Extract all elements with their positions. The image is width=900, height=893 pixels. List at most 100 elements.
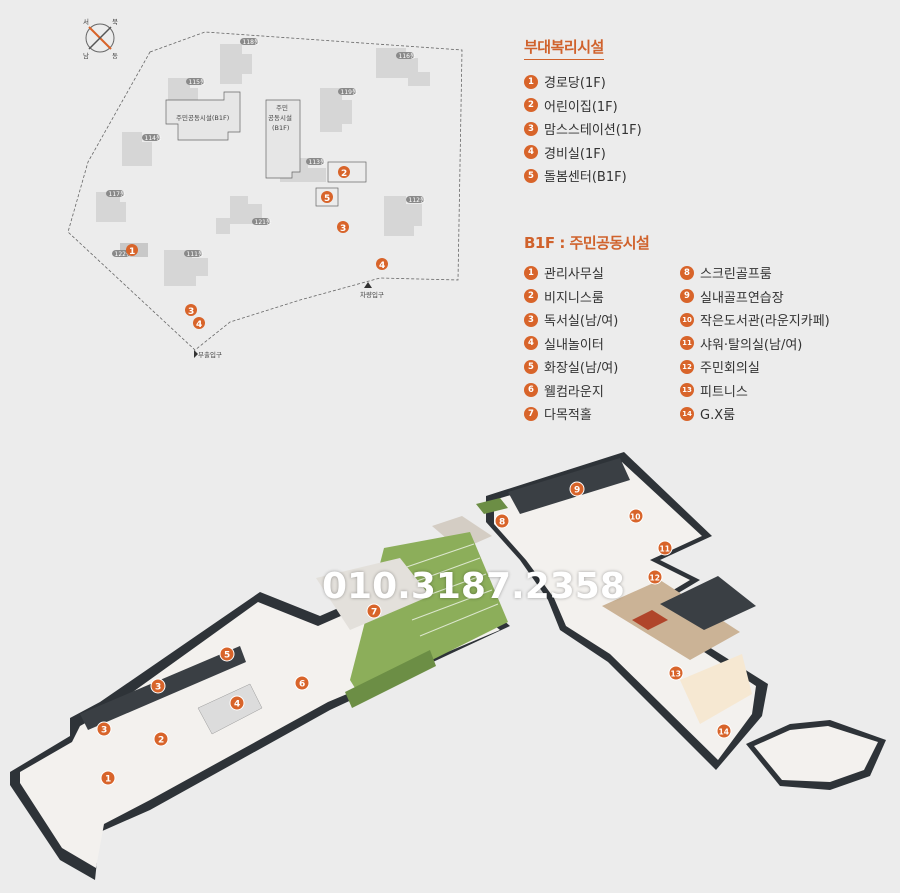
fp-marker-11: 11 xyxy=(660,545,670,554)
b1f-item: 10 작은도서관(라운지카페) xyxy=(680,308,880,332)
b1f-item: 11 샤워·탈의실(남/여) xyxy=(680,332,880,356)
floor-plan-walls xyxy=(10,452,886,880)
b1f-label: 피트니스 xyxy=(700,384,748,400)
number-badge-icon: 4 xyxy=(524,145,538,160)
number-badge-icon: 13 xyxy=(680,383,694,398)
welfare-label: 경비실(1F) xyxy=(544,146,606,162)
welfare-title: 부대복리시설 xyxy=(524,36,604,60)
b1f-item: 2 비지니스룸 xyxy=(524,285,680,309)
fp-marker-1: 1 xyxy=(105,775,111,785)
b1f-item: 12 주민회의실 xyxy=(680,355,880,379)
welfare-label: 맘스스테이션(1F) xyxy=(544,123,642,139)
fp-marker-10: 10 xyxy=(630,513,640,522)
welfare-label: 어린이집(1F) xyxy=(544,99,618,115)
floor-plan-markers: 1 2 3 3 4 5 6 7 8 9 10 11 12 13 14 xyxy=(96,481,732,786)
svg-text:118동: 118동 xyxy=(243,39,260,46)
svg-text:115동: 115동 xyxy=(189,79,206,86)
number-badge-icon: 5 xyxy=(524,359,538,374)
b1f-label: 작은도서관(라운지카페) xyxy=(700,314,830,330)
entrance-right: 차량입구 xyxy=(360,282,384,299)
welfare-item: 5 돌봄센터(B1F) xyxy=(524,164,724,188)
fp-marker-14: 14 xyxy=(719,728,729,737)
number-badge-icon: 4 xyxy=(524,336,538,351)
fp-marker-9: 9 xyxy=(574,486,580,496)
b1f-item: 6 웰컴라운지 xyxy=(524,379,680,403)
svg-text:주민: 주민 xyxy=(276,103,288,112)
b1f-label: 다목적홀 xyxy=(544,408,592,424)
b1f-label: 샤워·탈의실(남/여) xyxy=(700,337,803,353)
community-facility-outline xyxy=(265,99,301,179)
b1f-item: 13 피트니스 xyxy=(680,379,880,403)
b1f-floor-plan: 1 2 3 3 4 5 6 7 8 9 10 11 12 13 14 xyxy=(10,452,886,880)
compass-icon: 서 북 남 동 xyxy=(83,17,118,60)
welfare-item: 1 경로당(1F) xyxy=(524,70,724,94)
welfare-item: 4 경비실(1F) xyxy=(524,141,724,165)
resident-facility-label: 주민공동시설(B1F) xyxy=(176,113,229,122)
b1f-label: 관리사무실 xyxy=(544,267,604,283)
b1f-label: 웰컴라운지 xyxy=(544,384,604,400)
b1f-label: 주민회의실 xyxy=(700,361,760,377)
site-markers: 1 2 3 4 5 3 4 xyxy=(126,166,388,330)
svg-text:3: 3 xyxy=(188,307,194,317)
number-badge-icon: 14 xyxy=(680,406,694,421)
fp-marker-7: 7 xyxy=(371,608,377,618)
compass-west: 서 xyxy=(83,17,89,26)
welfare-label: 경로당(1F) xyxy=(544,76,606,92)
phone-number-overlay: 010.3187.2358 xyxy=(322,566,625,607)
number-badge-icon: 9 xyxy=(680,289,694,304)
svg-text:116동: 116동 xyxy=(399,53,416,60)
entrance-bottom: 부출입구 xyxy=(194,350,222,359)
svg-text:119동: 119동 xyxy=(341,89,358,96)
svg-text:111동: 111동 xyxy=(187,251,204,258)
compass-east: 동 xyxy=(112,52,118,60)
svg-text:4: 4 xyxy=(196,320,202,330)
number-badge-icon: 8 xyxy=(680,265,694,280)
svg-text:121동: 121동 xyxy=(255,219,272,226)
svg-text:113동: 113동 xyxy=(309,159,326,166)
svg-text:부출입구: 부출입구 xyxy=(198,350,222,359)
svg-text:122동: 122동 xyxy=(115,251,132,258)
svg-text:2: 2 xyxy=(341,169,347,179)
number-badge-icon: 6 xyxy=(524,383,538,398)
fp-marker-3b: 3 xyxy=(155,683,161,693)
svg-text:3: 3 xyxy=(340,224,346,234)
svg-text:114동: 114동 xyxy=(145,135,162,142)
b1f-label: 실내골프연습장 xyxy=(700,290,784,306)
fp-marker-5: 5 xyxy=(224,651,230,661)
fp-marker-3a: 3 xyxy=(101,726,107,736)
b1f-item: 3 독서실(남/여) xyxy=(524,308,680,332)
number-badge-icon: 1 xyxy=(524,74,538,89)
number-badge-icon: 2 xyxy=(524,289,538,304)
b1f-label: 비지니스룸 xyxy=(544,290,604,306)
compass-south: 남 xyxy=(83,51,89,60)
number-badge-icon: 3 xyxy=(524,312,538,327)
b1f-label: 실내놀이터 xyxy=(544,337,604,353)
fp-marker-12: 12 xyxy=(650,574,660,583)
fp-marker-4: 4 xyxy=(234,700,240,710)
number-badge-icon: 11 xyxy=(680,336,694,351)
b1f-label: 독서실(남/여) xyxy=(544,314,619,330)
number-badge-icon: 5 xyxy=(524,168,538,183)
svg-text:차량입구: 차량입구 xyxy=(360,290,384,299)
building-tags: 118동 116동 115동 119동 114동 113동 117동 121동 … xyxy=(106,38,426,258)
b1f-title: B1F : 주민공동시설 xyxy=(524,234,650,252)
b1f-label: 화장실(남/여) xyxy=(544,361,619,377)
number-badge-icon: 12 xyxy=(680,359,694,374)
compass-north: 북 xyxy=(112,18,118,26)
resident-facility-outline xyxy=(165,91,241,141)
b1f-item: 4 실내놀이터 xyxy=(524,332,680,356)
svg-text:공동시설: 공동시설 xyxy=(268,114,292,122)
site-boundary xyxy=(67,31,463,351)
svg-text:4: 4 xyxy=(379,261,385,271)
welfare-label: 돌봄센터(B1F) xyxy=(544,170,627,186)
number-badge-icon: 10 xyxy=(680,312,694,327)
fp-marker-2: 2 xyxy=(158,736,164,746)
